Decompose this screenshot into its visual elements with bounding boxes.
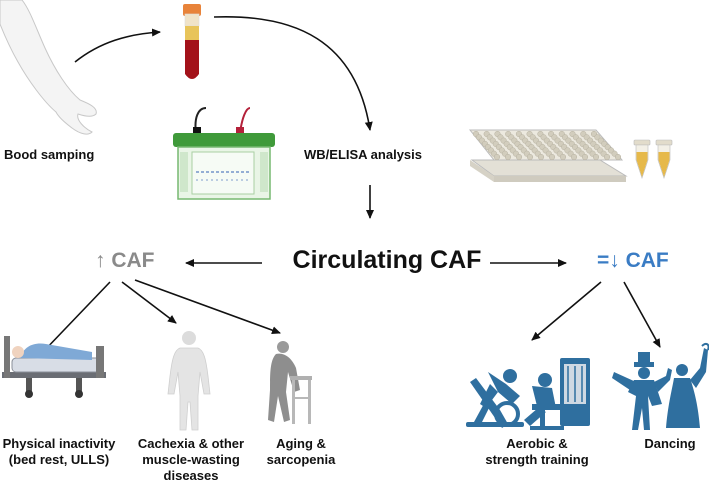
training-label-line2: strength training [485, 452, 589, 467]
well-plate-icon [468, 129, 628, 182]
well [537, 153, 545, 161]
person-silhouette-icon [167, 331, 211, 431]
blood-sampling-label: Bood samping [4, 147, 95, 162]
arrow-to-dancing [623, 281, 661, 348]
well [581, 153, 589, 161]
strength-machine-icon [524, 358, 590, 430]
well [493, 153, 501, 161]
aging-label: Aging & sarcopenia [264, 436, 338, 468]
analysis-label: WB/ELISA analysis [304, 147, 422, 162]
cachexia-label: Cachexia & other muscle-wasting diseases [124, 436, 258, 484]
well [515, 153, 523, 161]
eppendorf-tubes-icon [633, 139, 673, 179]
inactivity-label: Physical inactivity (bed rest, ULLS) [0, 436, 118, 468]
cachexia-label-line3: diseases [163, 468, 219, 483]
cachexia-label-line2: muscle-wasting [142, 452, 240, 467]
well [526, 153, 534, 161]
well [504, 153, 512, 161]
arrow-to-inactivity [41, 281, 111, 354]
increased-caf-label: ↑ CAF [95, 249, 155, 272]
well [570, 153, 578, 161]
well [592, 153, 600, 161]
well [548, 153, 556, 161]
elderly-walker-icon [268, 341, 312, 424]
arrow-arm-to-tube [74, 28, 161, 63]
aging-label-line2: sarcopenia [266, 452, 336, 467]
well [559, 153, 567, 161]
aging-label-line1: Aging & [276, 436, 326, 451]
training-label-line1: Aerobic & [506, 436, 568, 451]
cachexia-label-line1: Cachexia & other [137, 436, 245, 451]
inactivity-label-line2: (bed rest, ULLS) [8, 452, 110, 467]
dancers-icon [612, 342, 709, 430]
arrow-tube-to-analysis [213, 15, 373, 131]
training-label: Aerobic & strength training [472, 436, 602, 468]
decreased-caf-label: =↓ CAF [597, 249, 669, 272]
cycling-icon [466, 369, 524, 428]
hospital-bed-icon [2, 336, 106, 398]
circulating-caf-title: Circulating CAF [292, 246, 482, 274]
inactivity-label-line1: Physical inactivity [2, 436, 116, 451]
arrow-to-cachexia [121, 281, 177, 324]
well [614, 153, 622, 161]
arrow-to-aging [134, 279, 281, 335]
blood-tube-icon [183, 4, 201, 79]
arm-icon [0, 0, 97, 135]
dancing-label: Dancing [644, 436, 696, 451]
well [603, 153, 611, 161]
electrophoresis-icon [173, 107, 275, 200]
arrow-to-training [531, 281, 602, 341]
